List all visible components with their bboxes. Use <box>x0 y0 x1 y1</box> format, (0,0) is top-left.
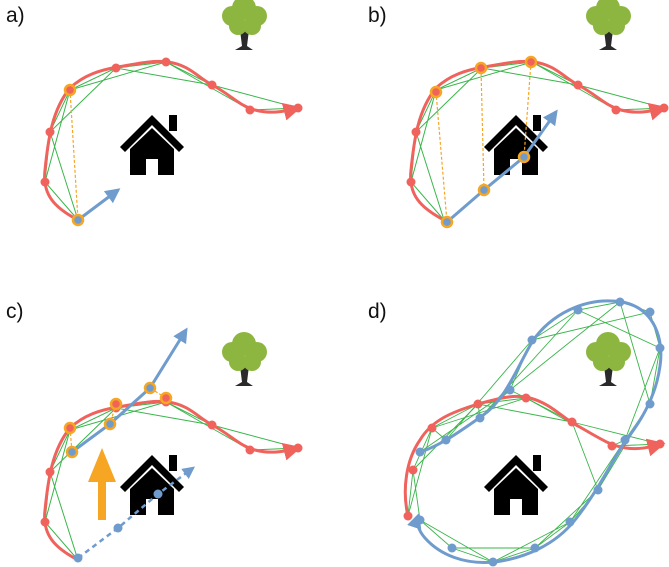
red-point <box>473 399 483 409</box>
tree-icon <box>222 332 267 386</box>
blue-point <box>517 150 531 164</box>
blue-point <box>530 543 540 553</box>
blue-point <box>477 183 491 197</box>
panel-d-label: d) <box>368 300 387 323</box>
blue-point <box>113 523 123 533</box>
red-point <box>567 417 577 427</box>
blue-trajectory <box>407 299 663 565</box>
blue-point <box>488 557 498 567</box>
blue-point <box>415 515 425 525</box>
highlighted-point <box>524 55 538 69</box>
panel-a: a) <box>6 0 303 227</box>
shift-arrow-icon <box>88 448 116 520</box>
blue-point <box>645 399 655 409</box>
blue-point <box>620 435 630 445</box>
blue-point <box>645 307 655 317</box>
tree-icon <box>586 332 631 386</box>
red-point <box>403 511 413 521</box>
blue-arrow <box>77 188 121 222</box>
blue-point <box>565 517 575 527</box>
panel-a-label: a) <box>6 4 25 27</box>
panel-b: b) <box>368 0 669 229</box>
red-point <box>427 423 437 433</box>
blue-point <box>655 343 665 353</box>
house-icon <box>120 115 184 175</box>
red-point <box>655 439 665 449</box>
blue-point <box>440 215 454 229</box>
red-point <box>521 393 531 403</box>
highlighted-point <box>429 85 443 99</box>
house-icon <box>484 455 548 515</box>
panel-c: c) <box>6 300 303 563</box>
orange-links <box>435 61 532 223</box>
blue-point <box>593 485 603 495</box>
panel-c-label: c) <box>6 300 24 323</box>
blue-point <box>475 413 485 423</box>
blue-point <box>153 489 163 499</box>
highlighted-point <box>109 397 123 411</box>
dashed-blue-trajectory <box>77 466 196 559</box>
panel-d: d) <box>368 297 666 567</box>
blue-point <box>447 543 457 553</box>
blue-point <box>441 435 451 445</box>
tree-icon <box>222 0 267 50</box>
house-icon <box>484 115 548 175</box>
highlighted-point <box>474 61 488 75</box>
blue-point <box>103 417 117 431</box>
highlighted-point <box>63 421 77 435</box>
blue-start-point <box>71 213 85 227</box>
blue-point <box>65 445 79 459</box>
blue-point <box>615 297 625 307</box>
blue-point <box>73 553 83 563</box>
highlighted-point <box>159 391 173 405</box>
tree-icon <box>586 0 631 50</box>
highlighted-point <box>63 83 77 97</box>
blue-point <box>527 335 537 345</box>
blue-trajectory <box>446 109 558 224</box>
panel-b-label: b) <box>368 4 387 27</box>
red-point <box>408 465 418 475</box>
blue-point <box>143 381 157 395</box>
red-point <box>607 441 617 451</box>
blue-point <box>505 385 515 395</box>
blue-trajectory <box>71 327 188 454</box>
orange-link <box>69 89 79 221</box>
house-icon <box>120 455 184 515</box>
blue-point <box>573 305 583 315</box>
blue-point <box>415 447 425 457</box>
